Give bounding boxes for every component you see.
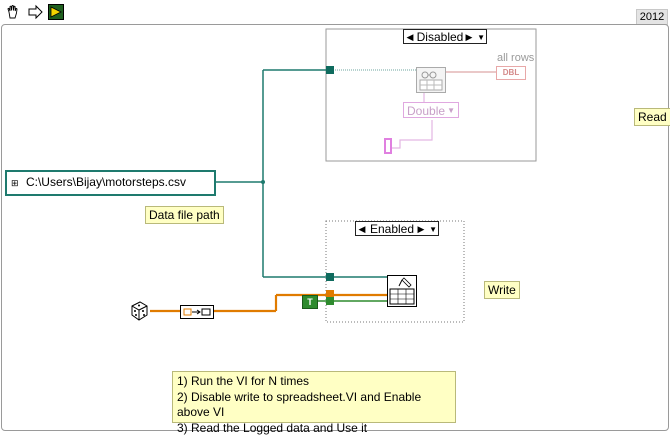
comment-line: 1) Run the VI for N times	[177, 374, 451, 390]
read-label: Read	[634, 108, 670, 126]
write-label: Write	[484, 281, 520, 299]
data-file-path-label: Data file path	[145, 206, 224, 224]
random-number-dice-icon[interactable]	[128, 300, 150, 322]
path-input-tunnel-bottom[interactable]	[326, 273, 334, 281]
path-icon: ⊞	[11, 178, 19, 189]
case-next-arrow-icon[interactable]: ▶	[416, 222, 426, 237]
case-prev-arrow-icon[interactable]: ◀	[357, 222, 367, 237]
boolean-true-constant[interactable]: T	[302, 295, 318, 309]
file-path-constant[interactable]: ⊞ C:\Users\Bijay\motorsteps.csv	[5, 170, 216, 196]
read-spreadsheet-node[interactable]	[416, 67, 446, 93]
disabled-structure-frame	[326, 29, 536, 161]
chevron-down-icon[interactable]: ▼	[477, 30, 485, 45]
case-next-arrow-icon[interactable]: ▶	[464, 30, 474, 45]
chevron-down-icon[interactable]: ▼	[447, 103, 455, 119]
case-prev-arrow-icon[interactable]: ◀	[405, 30, 415, 45]
all-rows-indicator[interactable]: DBL	[496, 66, 526, 80]
chevron-down-icon[interactable]: ▼	[429, 222, 437, 237]
disabled-case-selector[interactable]: ◀ Disabled ▶ ▼	[403, 29, 487, 44]
comment-line: 3) Read the Logged data and Use it	[177, 421, 451, 436]
disabled-constant[interactable]	[384, 138, 392, 154]
number-to-string-conversion-icon[interactable]	[180, 305, 214, 319]
comment-line: 2) Disable write to spreadsheet.VI and E…	[177, 390, 451, 421]
type-selector[interactable]: Double ▼	[403, 102, 459, 118]
wire-junction	[261, 180, 265, 184]
instructions-comment: 1) Run the VI for N times 2) Disable wri…	[172, 371, 456, 423]
write-spreadsheet-node[interactable]	[387, 275, 417, 307]
enabled-case-selector[interactable]: ◀ Enabled ▶ ▼	[355, 221, 439, 236]
path-input-tunnel-top[interactable]	[326, 66, 334, 74]
all-rows-label: all rows	[497, 52, 534, 64]
boolean-input-tunnel[interactable]	[326, 297, 334, 305]
